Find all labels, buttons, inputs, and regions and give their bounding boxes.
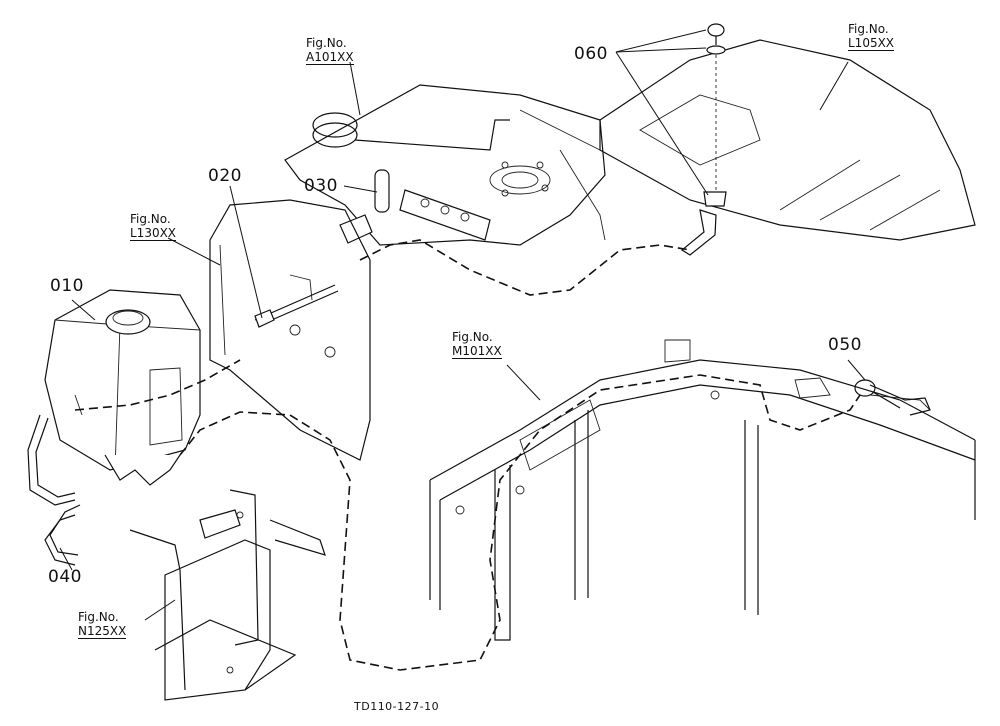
figure-ref-number: L130XX [130, 226, 177, 241]
figure-ref-label: Fig.No. [78, 610, 119, 624]
figure-ref-label: Fig.No. [848, 22, 889, 36]
part-label-060: 060 [574, 44, 608, 64]
figure-ref-number: L105XX [848, 36, 895, 51]
figure-ref-m101: Fig.No. M101XX [452, 330, 502, 359]
reservoir-tank-010 [44, 289, 201, 486]
part-label-050: 050 [828, 335, 862, 355]
figure-ref-n125: Fig.No. N125XX [78, 610, 127, 639]
tank-cover-panel [209, 199, 371, 461]
hose-route-upper [359, 239, 691, 296]
part-label-010: 010 [50, 276, 84, 296]
leader-lines [59, 29, 866, 621]
frame-m101-outline [429, 339, 976, 641]
part-label-020: 020 [208, 166, 242, 186]
hose-040 [27, 414, 81, 566]
figure-ref-label: Fig.No. [452, 330, 493, 344]
figure-ref-a101: Fig.No. A101XX [306, 36, 354, 65]
hose-route-tank [74, 359, 241, 411]
figure-ref-number: N125XX [78, 624, 127, 639]
figure-ref-label: Fig.No. [306, 36, 347, 50]
figure-ref-label: Fig.No. [130, 212, 171, 226]
floor-panel-outline [284, 84, 606, 246]
clip-bolt-060 [680, 23, 727, 256]
part-label-030: 030 [304, 176, 338, 196]
figure-ref-number: M101XX [452, 344, 502, 359]
hose-route-lower [179, 374, 861, 671]
rod-020 [254, 284, 339, 328]
figure-ref-l105: Fig.No. L105XX [848, 22, 895, 51]
figure-ref-l130: Fig.No. L130XX [130, 212, 177, 241]
mounting-bracket-n125 [129, 489, 326, 701]
figure-ref-number: A101XX [306, 50, 354, 65]
fender-l105-outline [519, 39, 976, 241]
bracket-plate [339, 169, 491, 244]
part-label-040: 040 [48, 567, 82, 587]
drawing-code: TD110-127-10 [354, 700, 440, 713]
